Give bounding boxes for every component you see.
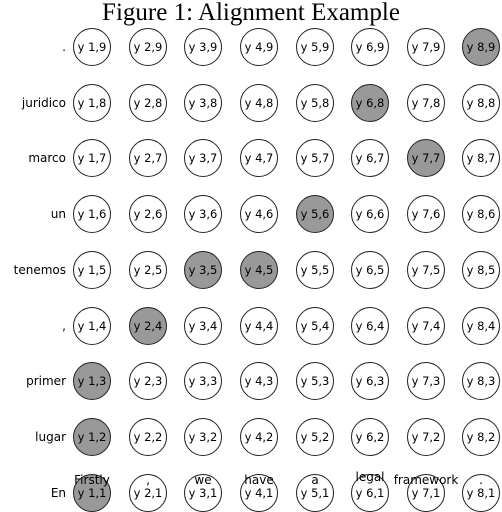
node: y 4,3 <box>240 362 278 401</box>
node: y 2,6 <box>129 195 167 234</box>
node: y 1,4 <box>73 306 111 345</box>
target-word-label: framework <box>393 473 459 487</box>
target-word-label: have <box>244 473 274 487</box>
aligned-node: y 1,2 <box>73 417 111 456</box>
node: y 4,2 <box>240 417 278 456</box>
node: y 3,2 <box>184 417 222 456</box>
aligned-node: y 1,3 <box>73 362 111 401</box>
node: y 4,4 <box>240 306 278 345</box>
node: y 3,6 <box>184 195 222 234</box>
node: y 5,8 <box>296 83 334 122</box>
target-word-label: a <box>311 473 319 487</box>
source-word-label: un <box>50 207 66 222</box>
node: y 1,7 <box>73 139 111 178</box>
node: y 8,6 <box>462 195 500 234</box>
node: y 8,4 <box>462 306 500 345</box>
source-word-label: primer <box>26 374 66 389</box>
alignment-grid: . y 1,9 y 2,9 y 3,9 y 4,9 y 5,9 y 6,9 y 7,9 y 8,… <box>13 28 500 512</box>
node: y 2,9 <box>129 28 167 66</box>
target-word-label: Firstly <box>74 473 110 487</box>
node: y 6,6 <box>351 195 389 234</box>
aligned-node: y 6,8 <box>351 83 389 122</box>
node: y 8,2 <box>462 417 500 456</box>
node: y 8,8 <box>462 83 500 122</box>
node: y 8,7 <box>462 139 500 178</box>
node: y 7,6 <box>407 195 445 234</box>
node: y 4,8 <box>240 83 278 122</box>
target-word-label: we <box>194 473 212 487</box>
node: y 6,4 <box>351 306 389 345</box>
node: y 7,3 <box>407 362 445 401</box>
source-word-label: juridico <box>21 95 66 110</box>
node: y 5,2 <box>296 417 334 456</box>
node: y 6,9 <box>351 28 389 66</box>
node: y 5,3 <box>296 362 334 401</box>
target-word-label: . <box>479 473 483 487</box>
node: y 2,8 <box>129 83 167 122</box>
node: y 2,5 <box>129 250 167 289</box>
node: y 7,2 <box>407 417 445 456</box>
node: y 6,7 <box>351 139 389 178</box>
aligned-node: y 2,4 <box>129 306 167 345</box>
node: y 2,7 <box>129 139 167 178</box>
figure-title: Figure 1: Alignment Example <box>102 0 400 26</box>
node: y 7,9 <box>407 28 445 66</box>
node: y 1,8 <box>73 83 111 122</box>
node: y 6,2 <box>351 417 389 456</box>
aligned-node: y 5,6 <box>296 195 334 234</box>
node: y 5,7 <box>296 139 334 178</box>
node: y 4,6 <box>240 195 278 234</box>
node: y 1,6 <box>73 195 111 234</box>
node: y 8,3 <box>462 362 500 401</box>
source-word-label: . <box>62 40 66 54</box>
node: y 4,9 <box>240 28 278 66</box>
node: y 3,9 <box>184 28 222 66</box>
node: y 3,4 <box>184 306 222 345</box>
node: y 2,2 <box>129 417 167 456</box>
node: y 5,4 <box>296 306 334 345</box>
aligned-node: y 3,5 <box>184 250 222 289</box>
node: y 2,3 <box>129 362 167 401</box>
source-word-label: marco <box>28 151 66 166</box>
node: y 3,7 <box>184 139 222 178</box>
source-word-label: , <box>62 318 66 333</box>
node: y 8,5 <box>462 250 500 289</box>
node: y 1,5 <box>73 250 111 289</box>
node: y 3,8 <box>184 83 222 122</box>
node: y 7,8 <box>407 83 445 122</box>
node: y 7,4 <box>407 306 445 345</box>
node: y 3,3 <box>184 362 222 401</box>
node: y 5,5 <box>296 250 334 289</box>
target-word-label: , <box>146 473 150 487</box>
source-word-label: tenemos <box>13 262 66 277</box>
node: y 1,9 <box>73 28 111 66</box>
node: y 7,5 <box>407 250 445 289</box>
node: y 6,5 <box>351 250 389 289</box>
source-word-label: lugar <box>35 429 66 444</box>
aligned-node: y 7,7 <box>407 139 445 178</box>
node: y 4,7 <box>240 139 278 178</box>
target-word-label: legal <box>355 470 385 484</box>
aligned-node: y 8,9 <box>462 28 500 66</box>
node: y 5,9 <box>296 28 334 66</box>
node: y 6,3 <box>351 362 389 401</box>
source-word-label: En <box>50 485 66 500</box>
aligned-node: y 4,5 <box>240 250 278 289</box>
